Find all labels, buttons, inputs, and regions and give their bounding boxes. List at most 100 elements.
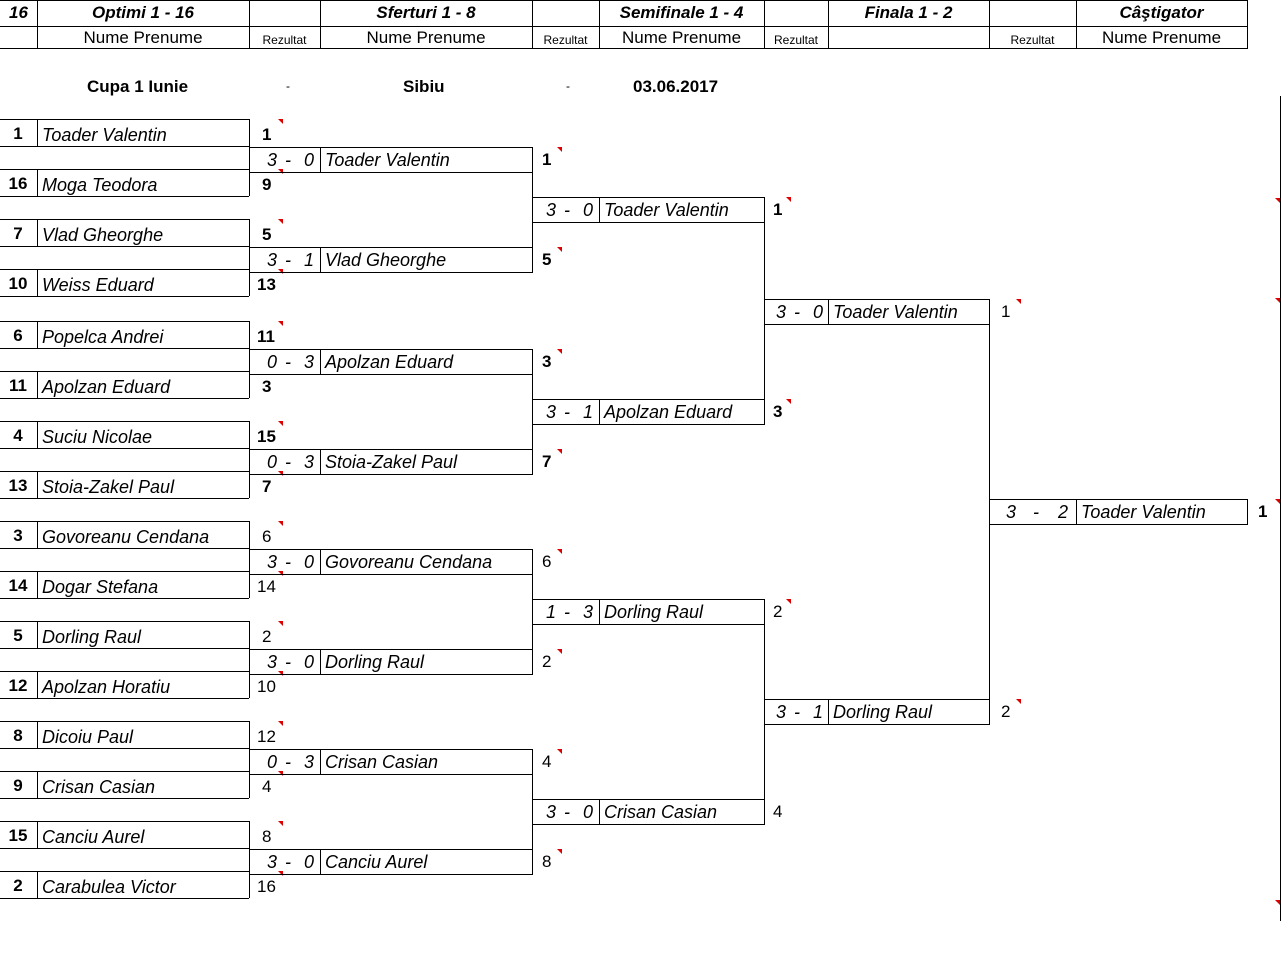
- match-score-right: 3: [583, 602, 594, 622]
- bracket-connector: [320, 147, 321, 172]
- bracket-line: [532, 197, 765, 198]
- bracket-line: [249, 574, 533, 575]
- score-separator: -: [564, 402, 570, 422]
- bracket-line: [989, 499, 1248, 500]
- bracket-connector: [1247, 499, 1248, 524]
- place-number: 6: [542, 552, 552, 571]
- seed-number: 16: [8, 174, 28, 193]
- bracket-connector: [249, 821, 250, 848]
- bracket-connector: [764, 599, 765, 624]
- place-number: 1: [773, 200, 783, 219]
- bracket-connector: [764, 197, 765, 222]
- bracket-connector: [828, 299, 829, 324]
- bracket-connector: [249, 548, 250, 571]
- bracket-connector: [532, 449, 533, 474]
- bracket-line: [249, 374, 533, 375]
- bracket-connector: [37, 169, 38, 196]
- comment-marker-icon: [278, 471, 283, 476]
- score-separator: -: [285, 250, 291, 270]
- comment-marker-icon: [557, 849, 562, 854]
- match-score-right: 1: [304, 250, 315, 270]
- bracket-connector: [249, 146, 250, 169]
- player-name: Dorling Raul: [325, 652, 425, 672]
- seed-number: 7: [13, 224, 23, 243]
- bracket-connector: [37, 321, 38, 348]
- bracket-line: [0, 698, 249, 699]
- place-number: 15: [257, 427, 276, 446]
- place-number: 2: [542, 652, 552, 671]
- bracket-connector: [249, 471, 250, 498]
- place-number: 3: [773, 402, 783, 421]
- comment-marker-icon: [786, 399, 791, 404]
- comment-marker-icon: [278, 621, 283, 626]
- player-name: Stoia-Zakel Paul: [325, 452, 458, 472]
- bracket-connector: [249, 621, 250, 648]
- match-score-left: 3: [546, 402, 557, 422]
- bracket-line: [0, 371, 249, 372]
- seed-number: 8: [13, 726, 23, 745]
- bracket-line: [764, 699, 990, 700]
- seed-number: 11: [9, 376, 27, 395]
- bracket-line: [249, 749, 533, 750]
- match-score-left: 0: [267, 452, 278, 472]
- place-number: 2: [773, 602, 783, 621]
- place-number: 8: [542, 852, 552, 871]
- comment-marker-icon: [278, 721, 283, 726]
- bracket-line: [249, 774, 533, 775]
- bracket-line: [0, 671, 249, 672]
- player-name: Popelca Andrei: [42, 327, 164, 347]
- player-name: Carabulea Victor: [42, 877, 176, 897]
- score-separator: -: [285, 150, 291, 170]
- comment-marker-icon: [278, 119, 283, 124]
- bracket-line: [249, 272, 533, 273]
- bracket-line: [0, 748, 249, 749]
- bracket-line: [532, 799, 765, 800]
- bracket-line: [0, 821, 249, 822]
- place-number: 1: [542, 150, 552, 169]
- place-number: 6: [262, 527, 272, 546]
- match-score-right: 0: [304, 552, 315, 572]
- player-name: Moga Teodora: [42, 175, 158, 195]
- player-name: Govoreanu Cendana: [325, 552, 493, 572]
- player-name: Crisan Casian: [604, 802, 718, 822]
- header-bottom-border: [0, 48, 1248, 49]
- bracket-connector: [599, 599, 600, 624]
- bracket-connector: [532, 574, 533, 649]
- comment-marker-icon: [557, 749, 562, 754]
- bracket-connector: [249, 448, 250, 471]
- header-divider: [1076, 0, 1077, 48]
- comment-marker-icon: [278, 321, 283, 326]
- bracket-line: [0, 421, 249, 422]
- bracket-line: [0, 548, 249, 549]
- bracket-connector: [37, 521, 38, 548]
- match-score-left: 3: [1006, 502, 1017, 522]
- bracket-connector: [37, 371, 38, 398]
- bracket-connector: [532, 147, 533, 172]
- header-round-2: Finala 1 - 2: [864, 3, 953, 22]
- comment-marker-icon: [1275, 298, 1280, 303]
- bracket-line: [0, 448, 249, 449]
- bracket-connector: [37, 671, 38, 698]
- bracket-line: [249, 449, 533, 450]
- bracket-connector: [828, 699, 829, 724]
- event-date: 03.06.2017: [633, 77, 719, 96]
- header-divider: [249, 0, 250, 48]
- bracket-connector: [249, 269, 250, 296]
- score-separator: -: [794, 702, 800, 722]
- match-score-right: 3: [304, 752, 315, 772]
- bracket-line: [249, 874, 533, 875]
- seed-number: 13: [8, 476, 28, 495]
- bracket-connector: [37, 871, 38, 898]
- match-score-left: 3: [546, 802, 557, 822]
- match-score-right: 0: [304, 150, 315, 170]
- bracket-line: [0, 119, 249, 120]
- seed-number: 12: [8, 676, 28, 695]
- player-name: Dogar Stefana: [42, 577, 159, 597]
- match-score-right: 1: [813, 702, 824, 722]
- bracket-line: [532, 624, 765, 625]
- bracket-line: [0, 219, 249, 220]
- place-number: 4: [542, 752, 552, 771]
- comment-marker-icon: [278, 521, 283, 526]
- match-score-left: 3: [267, 852, 278, 872]
- place-number: 7: [542, 452, 552, 471]
